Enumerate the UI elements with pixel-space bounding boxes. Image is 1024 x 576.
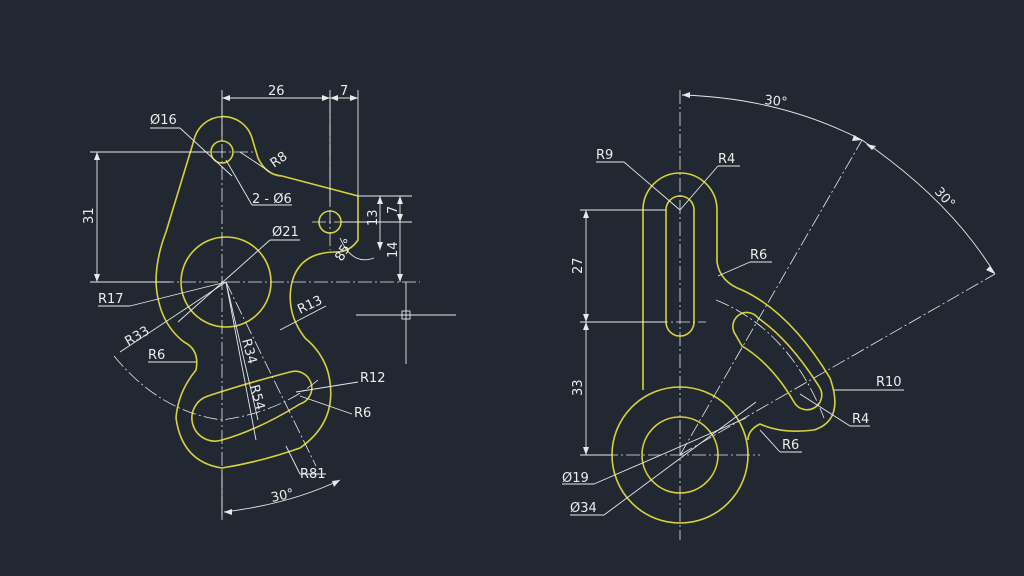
dim-85-label: 85° [332, 237, 357, 264]
leader-r17 [129, 281, 227, 307]
dim-r6b-label: R6 [782, 438, 799, 453]
left-r33-arc-centerline [113, 355, 319, 421]
dim-7-label: 7 [340, 84, 348, 99]
dim-30top-arc [681, 94, 863, 141]
dim-r12-label: R12 [360, 371, 386, 386]
dim-7v-label: 7 [386, 206, 401, 214]
leader-r34 [225, 281, 259, 421]
dim-r6a-label: R6 [148, 348, 165, 363]
dim-r34-label: R34 [238, 337, 259, 366]
left-arc-slot [191, 370, 313, 442]
leader-r33 [119, 281, 227, 353]
leader-16 [179, 127, 233, 177]
leader-r9 [623, 161, 681, 211]
leader-r54 [225, 281, 257, 441]
dim-19-label: Ø19 [562, 471, 589, 486]
dim-r33-label: R33 [123, 324, 153, 350]
dim-r81-label: R81 [300, 467, 326, 482]
leader-34 [603, 401, 757, 516]
leader-r13 [279, 305, 327, 331]
dim-2x6-label: 2 - Ø6 [252, 192, 292, 207]
dim-33-label: 33 [571, 379, 586, 396]
leader-r6b [299, 395, 353, 415]
dim-26-label: 26 [268, 84, 285, 99]
right-60-centerline [679, 273, 996, 456]
leader-r8 [239, 151, 271, 173]
dim-30top-label: 30° [764, 93, 788, 110]
dim-21-label: Ø21 [272, 225, 299, 240]
dim-r6a-label: R6 [750, 248, 767, 263]
leader-r6b [759, 429, 781, 453]
left-part: 26 7 Ø16 R8 2 - Ø6 31 13 7 14 85° Ø21 R1… [82, 84, 456, 520]
dim-30side-arc [861, 139, 996, 275]
dim-r4b-label: R4 [852, 412, 869, 427]
dim-r10-label: R10 [876, 375, 902, 390]
dim-85-arc [339, 237, 375, 261]
leader-r6a [717, 261, 751, 277]
dim-30-label: 30° [270, 486, 296, 505]
right-arc-slot [732, 311, 823, 411]
leader-21 [177, 239, 271, 323]
dim-14-label: 14 [386, 241, 401, 258]
dim-34-label: Ø34 [570, 501, 597, 516]
leader-19 [593, 417, 747, 485]
leader-2x6 [225, 159, 253, 206]
dim-27-label: 27 [571, 257, 586, 274]
leader-r12 [295, 381, 359, 393]
dim-r9-label: R9 [596, 148, 613, 163]
dim-r8-label: R8 [268, 149, 291, 171]
leader-r4b [799, 393, 851, 427]
leader-r4a [679, 165, 719, 211]
leader-r81 [285, 445, 301, 475]
dim-30-arc [223, 479, 341, 513]
dim-31-label: 31 [82, 207, 97, 224]
dim-r54-label: R54 [246, 383, 267, 412]
dim-r6b-label: R6 [354, 406, 371, 421]
dim-30side-label: 30° [931, 185, 958, 212]
dim-r4a-label: R4 [718, 152, 735, 167]
left-angle-centerline [225, 281, 317, 467]
cursor-pickbox [401, 310, 411, 320]
dim-r17-label: R17 [98, 292, 124, 307]
right-30-centerline [679, 139, 863, 456]
right-arc-slot-centerline [715, 299, 825, 419]
right-arm-outline [642, 172, 836, 441]
dim-16-label: Ø16 [150, 113, 177, 128]
dim-13-label: 13 [366, 209, 381, 226]
right-part: 30° 30° R9 R4 R6 27 33 R10 R4 R6 Ø19 Ø34 [562, 90, 996, 540]
